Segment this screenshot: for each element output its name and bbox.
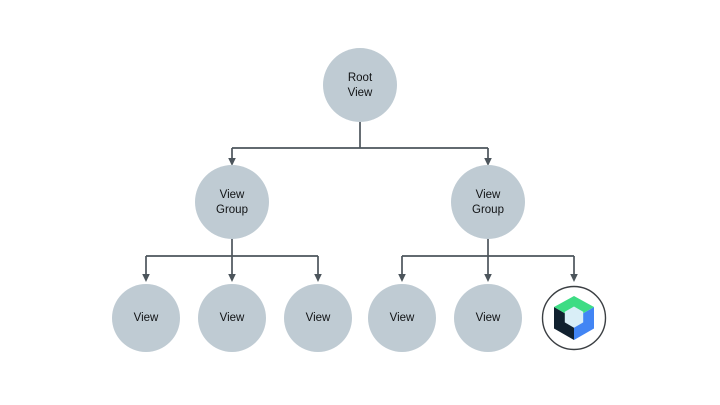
compose-logo-left-face [554, 307, 574, 340]
node-view-group-right[interactable]: View Group [451, 165, 525, 239]
jetpack-compose-logo [554, 296, 594, 340]
node-view-leaf-4[interactable]: View [368, 284, 436, 352]
node-compose-logo[interactable] [541, 285, 607, 351]
arrow-head-leaf-4 [398, 274, 406, 282]
node-circle-leaf-3 [284, 284, 352, 352]
compose-logo-center-hexagon [564, 306, 584, 328]
edge-group-vg-right [398, 239, 578, 282]
arrow-head-leaf-compose [570, 274, 578, 282]
node-circle-leaf-2 [198, 284, 266, 352]
node-circle-vg-right [451, 165, 525, 239]
arrow-head-vg-right [484, 158, 492, 166]
node-label-root-line2: View [348, 87, 373, 99]
node-label-leaf-1: View [134, 312, 159, 324]
node-view-leaf-2[interactable]: View [198, 284, 266, 352]
node-label-leaf-5: View [476, 312, 501, 324]
node-label-vg-right-line1: View [476, 189, 501, 201]
node-label-leaf-3: View [306, 312, 331, 324]
node-view-group-left[interactable]: View Group [195, 165, 269, 239]
arrow-head-leaf-3 [314, 274, 322, 282]
compose-logo-right-face [574, 307, 594, 340]
node-circle-leaf-1 [112, 284, 180, 352]
node-circle-vg-left [195, 165, 269, 239]
node-view-leaf-1[interactable]: View [112, 284, 180, 352]
node-circle-leaf-5 [454, 284, 522, 352]
edge-group-root [228, 122, 492, 166]
node-label-vg-right-line2: Group [472, 204, 504, 216]
edge-group-vg-left [142, 239, 322, 282]
node-view-leaf-5[interactable]: View [454, 284, 522, 352]
node-label-vg-left-line2: Group [216, 204, 248, 216]
arrow-head-leaf-1 [142, 274, 150, 282]
arrow-head-vg-left [228, 158, 236, 166]
arrow-head-leaf-2 [228, 274, 236, 282]
node-view-leaf-3[interactable]: View [284, 284, 352, 352]
node-circle-leaf-4 [368, 284, 436, 352]
node-label-vg-left-line1: View [220, 189, 245, 201]
arrow-head-leaf-5 [484, 274, 492, 282]
node-root-view[interactable]: Root View [323, 48, 397, 122]
node-circle-root [323, 48, 397, 122]
node-label-leaf-4: View [390, 312, 415, 324]
node-label-leaf-2: View [220, 312, 245, 324]
node-label-root-line1: Root [348, 72, 373, 84]
